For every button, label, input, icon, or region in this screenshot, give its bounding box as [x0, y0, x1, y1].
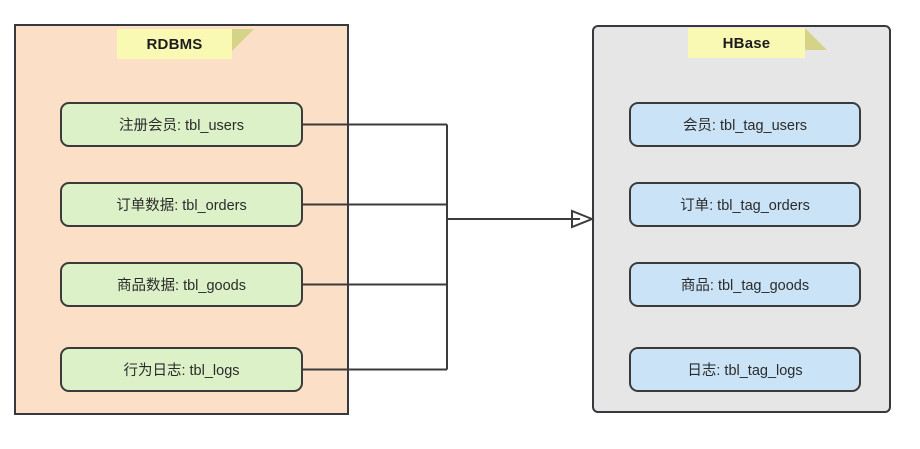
- rdbms-table-goods[interactable]: 商品数据: tbl_goods: [60, 262, 303, 307]
- note-fold-icon: [805, 28, 827, 50]
- hbase-title-note: HBase: [688, 28, 805, 58]
- rdbms-table-orders[interactable]: 订单数据: tbl_orders: [60, 182, 303, 227]
- rdbms-table-users[interactable]: 注册会员: tbl_users: [60, 102, 303, 147]
- hbase-table-tag-goods[interactable]: 商品: tbl_tag_goods: [629, 262, 861, 307]
- rdbms-title-note: RDBMS: [117, 29, 232, 59]
- migration-arrow-head: [571, 209, 595, 229]
- hbase-table-tag-users[interactable]: 会员: tbl_tag_users: [629, 102, 861, 147]
- rdbms-table-logs[interactable]: 行为日志: tbl_logs: [60, 347, 303, 392]
- note-fold-icon: [232, 29, 254, 51]
- hbase-table-tag-orders[interactable]: 订单: tbl_tag_orders: [629, 182, 861, 227]
- hbase-table-tag-logs[interactable]: 日志: tbl_tag_logs: [629, 347, 861, 392]
